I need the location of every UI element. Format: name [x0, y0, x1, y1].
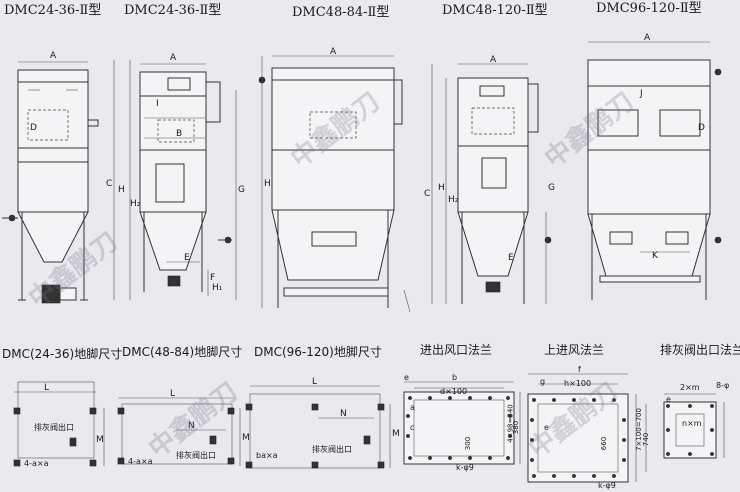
- dim-d-m5: D: [698, 123, 705, 133]
- title-flange-1: 进出风口法兰: [420, 343, 493, 357]
- fl2-f: f: [578, 365, 581, 374]
- dim-c-m2: C: [106, 179, 113, 189]
- footprint-1: [13, 381, 105, 467]
- title-flange-2: 上进风法兰: [544, 343, 605, 357]
- title-machine-4: DMC48-120-Ⅱ型: [442, 3, 548, 18]
- footprint-2: [117, 397, 241, 466]
- fl2-660: 660: [600, 436, 609, 451]
- fl1-a: a: [410, 403, 415, 412]
- machine-1-side-view: [2, 61, 99, 304]
- title-machine-3: DMC48-84-Ⅱ型: [292, 5, 390, 20]
- dim-g-m2: G: [238, 185, 245, 195]
- title-machine-2: DMC24-36-Ⅱ型: [124, 3, 222, 18]
- dim-d-m1: D: [30, 123, 37, 133]
- fl1-380: 380: [512, 420, 521, 435]
- dim-k-m5: K: [652, 251, 658, 261]
- fp2-outlet: 排灰阀出口: [176, 451, 216, 460]
- fl2-holes: k-φ9: [598, 481, 616, 490]
- fp3-l: L: [312, 377, 318, 387]
- fp2-m: M: [242, 433, 250, 443]
- fl3-nm: n×m: [682, 419, 702, 428]
- dim-e-m4: E: [508, 253, 514, 263]
- dim-e-m2: E: [184, 253, 190, 263]
- dim-j-m5: J: [640, 89, 643, 99]
- footprint-3: [245, 385, 391, 469]
- dim-h1-m2: H₁: [212, 283, 223, 293]
- fp3-n: N: [340, 409, 347, 419]
- machine-5-front-view: [587, 41, 722, 300]
- fl2-700: 7×100=700: [634, 408, 643, 451]
- fp1-holes: 4-a×a: [24, 459, 49, 468]
- fp1-m: M: [96, 435, 104, 445]
- fp1-outlet: 排灰阀出口: [34, 423, 74, 432]
- flange-3: [663, 393, 725, 459]
- fl3-e: e: [666, 395, 671, 404]
- machine-3-front-view: [258, 55, 411, 313]
- dim-h-m2: H: [118, 185, 125, 195]
- title-footprint-2: DMC(48-84)地脚尺寸: [122, 345, 243, 359]
- dim-a-m5: A: [644, 33, 651, 43]
- dim-c-m4: C: [424, 189, 431, 199]
- fl2-h100: h×100: [564, 379, 592, 388]
- dim-a-m4: A: [490, 55, 497, 65]
- dim-a-m1: A: [50, 51, 57, 61]
- dim-g-m4: G: [548, 183, 555, 193]
- flange-2: [527, 373, 647, 483]
- title-flange-3: 排灰阀出口法兰: [660, 343, 740, 357]
- dim-h2-m4: H₂: [448, 195, 459, 205]
- fl3-2m: 2×m: [680, 383, 700, 392]
- dim-f-m2: F: [210, 273, 216, 283]
- fl2-g: g: [540, 377, 546, 386]
- dim-a-m2: A: [170, 53, 177, 63]
- dim-h2-m2: H₂: [130, 199, 141, 209]
- title-machine-1: DMC24-36-Ⅱ型: [4, 3, 102, 18]
- dim-a-m3: A: [330, 47, 337, 57]
- fp2-n: N: [188, 421, 195, 431]
- fp3-holes: ba×a: [256, 451, 278, 460]
- fl2-e: e: [544, 423, 549, 432]
- fp1-l: L: [44, 383, 50, 393]
- machine-4-front-view: [431, 63, 552, 304]
- dim-h-m4: H: [438, 183, 445, 193]
- fp2-holes: 4-a×a: [128, 457, 153, 466]
- fl1-e: e: [404, 373, 409, 382]
- fl1-c: c: [410, 423, 415, 432]
- fl1-holes: k-φ9: [456, 463, 474, 472]
- dim-i-m2: I: [156, 99, 159, 109]
- fl3-holes: 8-φ: [716, 381, 730, 390]
- dim-b-m2: B: [176, 129, 183, 139]
- fl2-740: 740: [642, 432, 651, 447]
- fl1-b: b: [452, 373, 458, 382]
- fp3-m: M: [392, 429, 400, 439]
- dim-h-m3: H: [264, 179, 271, 189]
- title-footprint-1: DMC(24-36)地脚尺寸: [2, 347, 123, 361]
- fp2-l: L: [170, 389, 176, 399]
- fp3-outlet: 排灰阀出口: [312, 445, 352, 454]
- fl1-300: 300: [464, 436, 473, 451]
- flange-1: [403, 381, 521, 465]
- title-machine-5: DMC96-120-Ⅱ型: [596, 1, 702, 16]
- fl1-d100: d×100: [440, 387, 468, 396]
- machine-2-front-view: [113, 60, 237, 300]
- title-footprint-3: DMC(96-120)地脚尺寸: [254, 345, 382, 359]
